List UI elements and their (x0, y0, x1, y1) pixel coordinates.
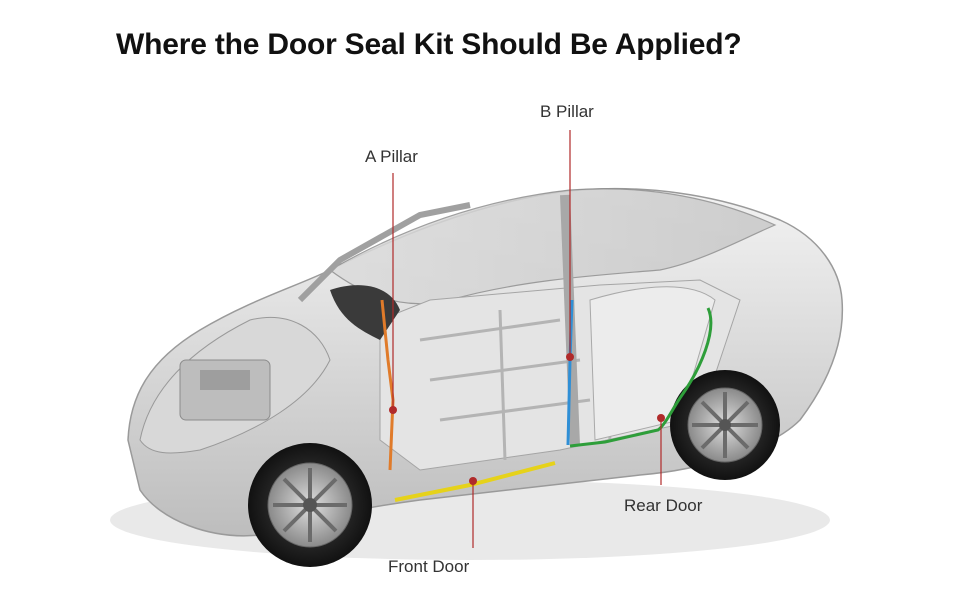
rear-door-label: Rear Door (624, 496, 703, 515)
rear-wheel (670, 370, 780, 480)
rear-door-callout: Rear Door (624, 414, 703, 515)
a-pillar-label: A Pillar (365, 147, 418, 166)
front-wheel (248, 443, 372, 567)
front-door-label: Front Door (388, 557, 470, 576)
front-door-callout: Front Door (388, 477, 477, 576)
car-body (127, 187, 844, 537)
front-door-seal (394, 461, 556, 502)
b-pillar-label: B Pillar (540, 102, 594, 121)
a-pillar-callout: A Pillar (365, 147, 418, 414)
b-pillar-callout: B Pillar (540, 102, 594, 361)
a-pillar-seal (380, 299, 395, 471)
page-title: Where the Door Seal Kit Should Be Applie… (116, 28, 742, 61)
